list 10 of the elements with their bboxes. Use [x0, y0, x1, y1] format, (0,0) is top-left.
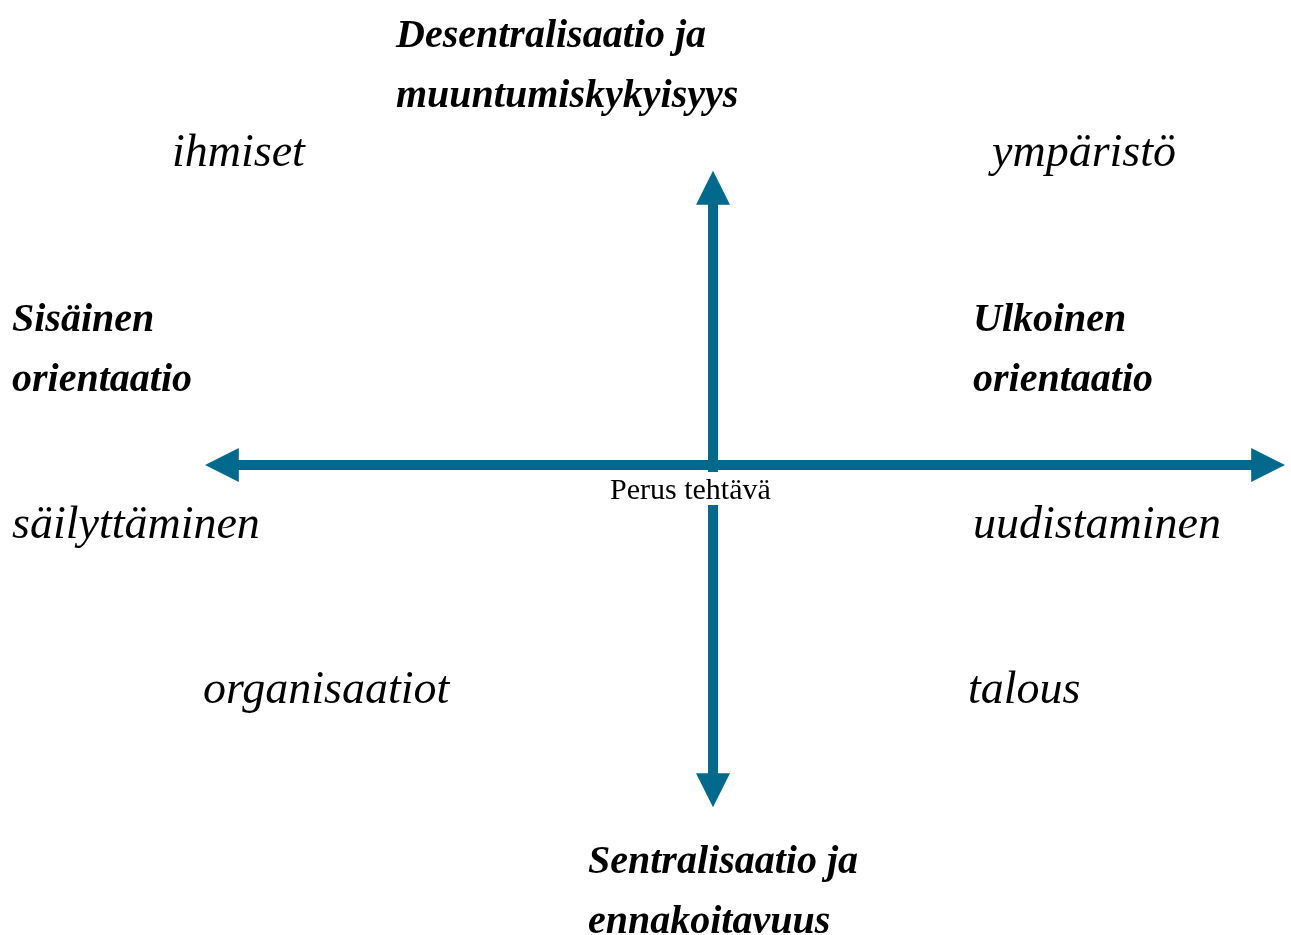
axis-label: Sisäinen orientaatio [12, 294, 194, 402]
axis-label: Desentralisaatio ja muuntumiskykyisyys [396, 10, 740, 118]
quadrant-label: uudistaminen [973, 496, 1221, 550]
axis-label: Sentralisaatio ja ennakoitavuus [588, 836, 860, 935]
axis-label: Ulkoinen orientaatio [973, 294, 1155, 402]
quadrant-label: ihmiset [172, 124, 305, 178]
center-label: Perus tehtävä [608, 472, 773, 505]
quadrant-label: säilyttäminen [12, 496, 260, 550]
quadrant-label: talous [968, 661, 1081, 715]
quadrant-label: organisaatiot [203, 661, 450, 715]
